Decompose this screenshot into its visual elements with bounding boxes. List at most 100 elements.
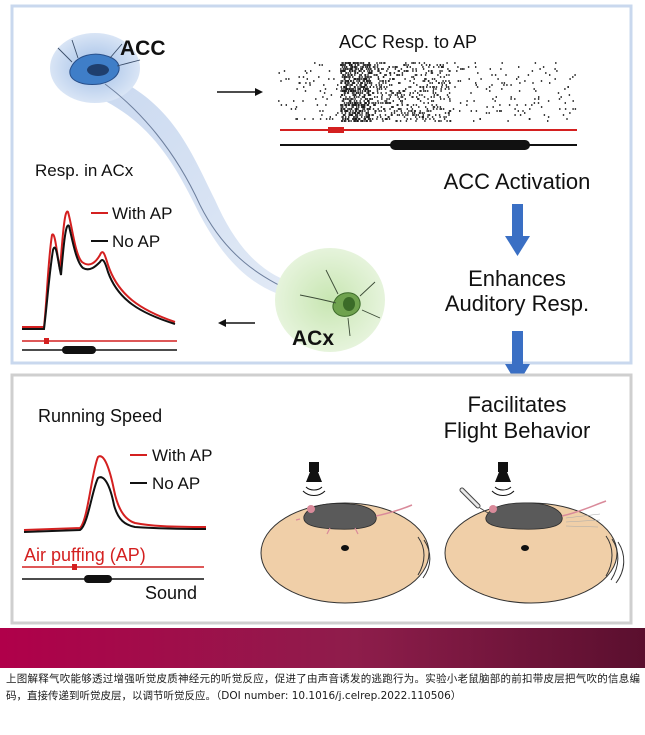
- raster-spike: [431, 100, 433, 102]
- raster-spike: [434, 120, 436, 122]
- raster-spike: [445, 74, 448, 76]
- raster-spike: [422, 114, 424, 116]
- raster-spike: [354, 116, 356, 118]
- raster-spike: [352, 106, 354, 108]
- raster-spike: [351, 70, 353, 72]
- raster-spike: [443, 118, 446, 120]
- raster-spike: [514, 98, 516, 100]
- raster-spike: [456, 70, 458, 72]
- raster-spike: [372, 86, 375, 88]
- raster-spike: [356, 106, 358, 108]
- raster-spike: [315, 98, 317, 100]
- raster-spike: [336, 88, 338, 90]
- raster-spike: [353, 104, 355, 106]
- raster-spike: [345, 96, 347, 98]
- raster-spike: [416, 74, 418, 76]
- raster-spike: [356, 72, 359, 74]
- raster-spike: [369, 80, 372, 82]
- raster-spike: [341, 120, 343, 122]
- raster-spike: [361, 72, 364, 74]
- raster-spike: [415, 70, 417, 72]
- raster-spike: [506, 84, 508, 86]
- raster-spike: [569, 78, 571, 80]
- raster-spike: [567, 86, 569, 88]
- raster-spike: [363, 96, 366, 98]
- raster-spike: [368, 94, 370, 96]
- raster-spike: [325, 118, 328, 120]
- legend-with-ap-bottom: With AP: [152, 446, 212, 465]
- raster-spike: [470, 92, 472, 94]
- raster-spike: [516, 104, 518, 106]
- raster-spike: [361, 116, 363, 118]
- raster-spike: [304, 118, 306, 120]
- raster-spike: [425, 118, 427, 120]
- raster-spike: [354, 108, 356, 110]
- raster-spike: [412, 68, 414, 70]
- raster-spike: [354, 112, 357, 114]
- raster-spike: [343, 94, 346, 96]
- raster-spike: [557, 92, 560, 94]
- raster-spike: [448, 110, 451, 112]
- raster-spike: [514, 114, 516, 116]
- raster-spike: [348, 74, 350, 76]
- raster-spike: [364, 66, 367, 68]
- raster-spike: [385, 80, 387, 82]
- raster-spike: [393, 72, 396, 74]
- raster-spike: [549, 82, 551, 84]
- raster-spike: [384, 110, 386, 112]
- raster-spike: [369, 108, 371, 110]
- raster-spike: [466, 104, 468, 106]
- raster-spike: [445, 80, 447, 82]
- raster-spike: [371, 114, 373, 116]
- raster-spike: [410, 110, 412, 112]
- raster-spike: [349, 112, 351, 114]
- raster-spike: [309, 84, 311, 86]
- raster-spike: [358, 88, 360, 90]
- raster-spike: [537, 102, 540, 104]
- raster-spike: [547, 100, 550, 102]
- raster-spike: [554, 78, 556, 80]
- raster-spike: [296, 88, 298, 90]
- raster-spike: [562, 114, 565, 116]
- raster-spike: [514, 108, 516, 110]
- raster-spike: [423, 80, 426, 82]
- raster-spike: [348, 116, 350, 118]
- acc-label: ACC: [120, 37, 166, 60]
- raster-spike: [369, 90, 371, 92]
- raster-spike: [369, 68, 371, 70]
- raster-spike: [340, 96, 342, 98]
- raster-spike: [389, 72, 392, 74]
- raster-spike: [431, 78, 434, 80]
- raster-spike: [414, 62, 416, 64]
- raster-spike: [368, 90, 370, 92]
- raster-spike: [380, 92, 382, 94]
- raster-spike: [361, 112, 363, 114]
- raster-spike: [414, 90, 416, 92]
- raster-spike: [356, 66, 358, 68]
- raster-spike: [377, 92, 379, 94]
- raster-spike: [375, 110, 377, 112]
- raster-spike: [426, 108, 429, 110]
- raster-spike: [457, 66, 459, 68]
- raster-spike: [363, 106, 365, 108]
- raster-spike: [368, 118, 370, 120]
- raster-spike: [424, 74, 427, 76]
- raster-spike: [396, 74, 398, 76]
- raster-spike: [361, 86, 363, 88]
- raster-spike: [383, 108, 385, 110]
- raster-spike: [431, 116, 434, 118]
- raster-spike: [411, 108, 414, 110]
- raster-spike: [400, 96, 402, 98]
- raster-spike: [288, 78, 290, 80]
- raster-spike: [340, 72, 343, 74]
- raster-spike: [398, 74, 401, 76]
- raster-spike: [365, 98, 367, 100]
- raster-spike: [364, 74, 366, 76]
- raster-spike: [384, 114, 387, 116]
- raster-spike: [403, 64, 406, 66]
- raster-spike: [431, 82, 433, 84]
- raster-spike: [361, 76, 363, 78]
- raster-spike: [398, 114, 400, 116]
- raster-spike: [388, 98, 390, 100]
- raster-spike: [385, 74, 387, 76]
